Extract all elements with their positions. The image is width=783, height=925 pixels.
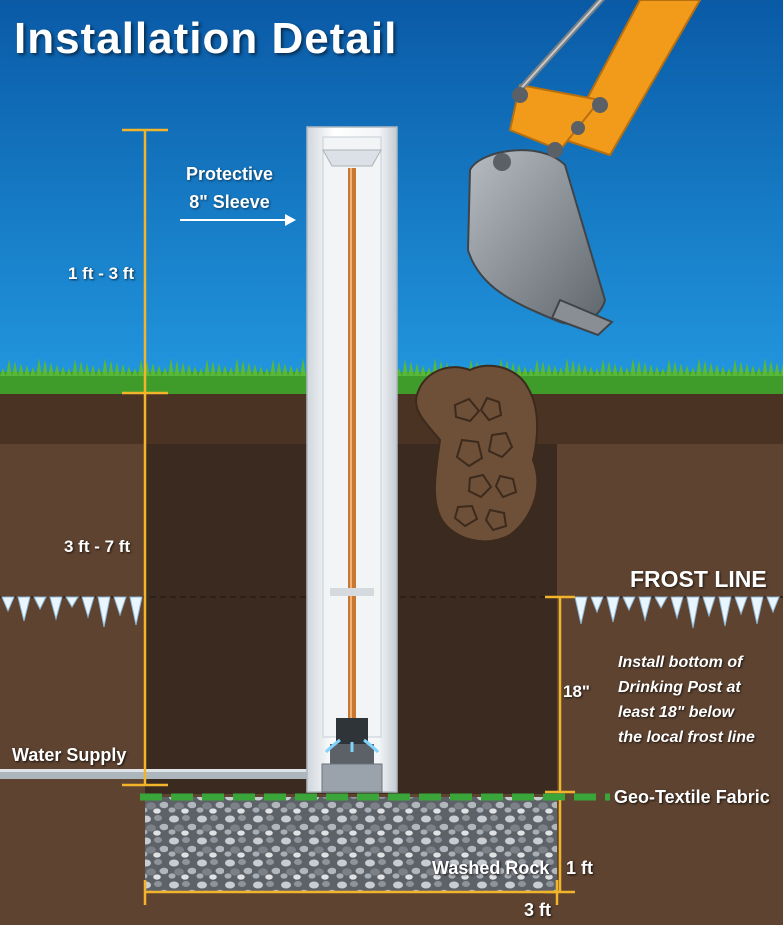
install-note: Install bottom of Drinking Post at least…	[618, 650, 755, 750]
install-note-line-2: Drinking Post at	[618, 679, 741, 696]
icicle-icon	[574, 596, 780, 629]
above-ground-height-label: 1 ft - 3 ft	[68, 264, 135, 283]
frost-depth-label: 18"	[563, 682, 590, 701]
install-note-line-4: the local frost line	[618, 729, 755, 746]
water-supply-label: Water Supply	[12, 745, 127, 765]
water-supply-pipe	[0, 769, 310, 779]
icicle-icon	[1, 596, 143, 628]
install-note-line-1: Install bottom of	[618, 654, 743, 671]
dimension-lines	[122, 128, 575, 905]
washed-rock-bed	[145, 797, 557, 892]
rock-width-label: 3 ft	[524, 900, 551, 920]
protective-sleeve-label: Protective 8" Sleeve	[186, 160, 273, 216]
protective-sleeve-pipe	[306, 126, 398, 793]
rock-depth-label: 1 ft	[566, 858, 593, 878]
sleeve-label-line-2: 8" Sleeve	[189, 192, 270, 212]
washed-rock-label: Washed Rock	[432, 858, 550, 878]
install-note-line-3: least 18" below	[618, 704, 735, 721]
frost-line-label: FROST LINE	[630, 566, 767, 592]
excavator-bucket-icon	[466, 0, 702, 337]
below-ground-depth-label: 3 ft - 7 ft	[64, 537, 131, 556]
sleeve-label-line-1: Protective	[186, 164, 274, 184]
page-title: Installation Detail	[14, 14, 398, 63]
arrow-right-icon	[180, 214, 296, 226]
valve	[336, 718, 368, 746]
geo-textile-label: Geo-Textile Fabric	[614, 787, 770, 807]
dirt-pile-icon	[415, 364, 539, 543]
